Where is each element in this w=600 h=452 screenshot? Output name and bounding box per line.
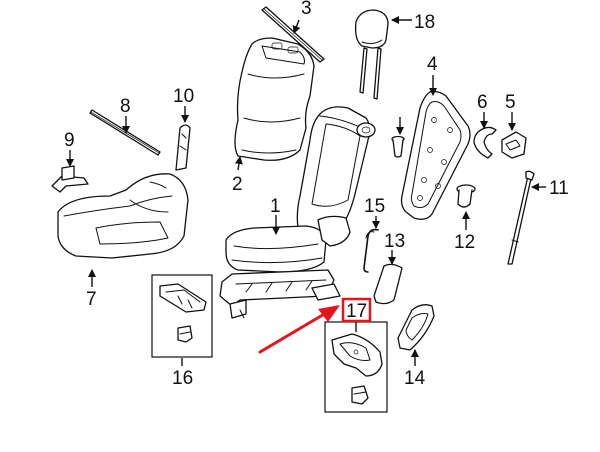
callout-14: 14	[404, 368, 426, 389]
part-17-clip	[351, 385, 369, 405]
part-17-cover	[331, 333, 383, 377]
highlight-box-17	[341, 297, 372, 323]
part-10-bracket[interactable]	[175, 124, 191, 171]
callout-2: 2	[232, 174, 243, 195]
callout-12: 12	[454, 232, 475, 253]
callout-15: 15	[364, 196, 385, 217]
part-11-strut[interactable]	[507, 170, 535, 265]
red-pointer-arrow	[258, 305, 340, 354]
callout-3: 3	[301, 0, 312, 19]
callout-6: 6	[477, 92, 488, 113]
part-3-trim-strip[interactable]	[261, 6, 325, 63]
part-16-bracket	[159, 283, 207, 313]
callout-5: 5	[505, 92, 516, 113]
callout-11: 11	[549, 178, 569, 199]
part-15-hook[interactable]	[363, 228, 379, 273]
part-17-group-box[interactable]	[324, 321, 388, 413]
callout-9: 9	[64, 130, 75, 151]
callout-13: 13	[384, 231, 405, 252]
callout-17: 17	[346, 301, 367, 322]
callout-4: 4	[427, 54, 438, 75]
part-12-push-clip[interactable]	[456, 184, 476, 208]
part-4-back-panel[interactable]	[400, 90, 471, 220]
part-14-side-cover[interactable]	[397, 304, 435, 351]
callout-7: 7	[86, 289, 97, 310]
part-1-seat-assembly[interactable]	[219, 106, 376, 319]
part-9-bracket[interactable]	[51, 165, 89, 193]
part-6-cap[interactable]	[473, 126, 497, 159]
callout-10: 10	[173, 86, 194, 107]
part-7-seat-cushion[interactable]	[57, 173, 189, 259]
part-19-pin[interactable]	[391, 135, 405, 158]
part-16-clip	[177, 325, 193, 343]
callout-8: 8	[120, 96, 131, 117]
part-16-group-box[interactable]	[151, 274, 213, 358]
callout-1: 1	[270, 196, 281, 217]
leader-lines	[66, 16, 546, 366]
part-2-seat-back-cover[interactable]	[234, 37, 315, 161]
part-5-cover[interactable]	[501, 131, 527, 159]
part-18-headrest[interactable]	[354, 9, 389, 100]
callout-labels: 3 18 4 6 5 8 10 9 2 1 11 15 13 12 7 17 1…	[64, 0, 569, 389]
callout-16: 16	[172, 368, 193, 389]
part-13-cover-panel[interactable]	[373, 263, 403, 305]
callout-18: 18	[414, 12, 435, 33]
